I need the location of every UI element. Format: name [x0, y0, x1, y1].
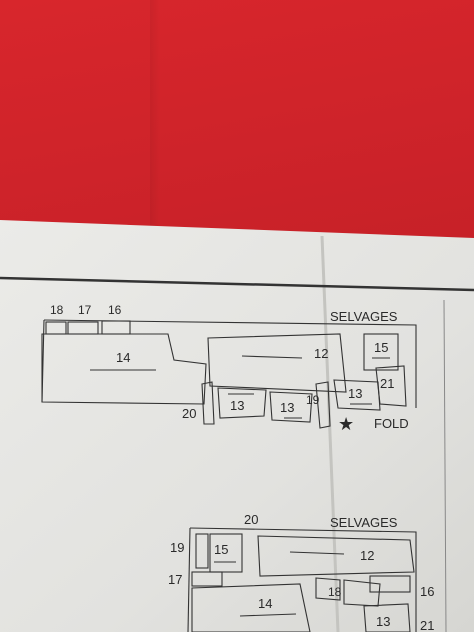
bottom-label-piece-15: 15: [214, 542, 228, 557]
label-piece-15: 15: [374, 340, 388, 355]
bottom-piece-14-grainline: [239, 613, 297, 617]
bottom-piece-17-shape: [191, 571, 223, 587]
margin-line: [443, 299, 447, 632]
top-cutting-layout: [41, 319, 417, 429]
page-crease: [320, 235, 340, 632]
label-piece-18: 18: [50, 303, 64, 317]
red-surface-fold: [150, 0, 160, 230]
fold-star-icon: ★: [338, 414, 354, 434]
label-piece-13c: 13: [348, 386, 362, 401]
piece-13c-shape: [333, 379, 381, 411]
bottom-label-piece-17: 17: [168, 572, 182, 587]
bottom-label-piece-19: 19: [170, 540, 184, 555]
label-piece-17: 17: [78, 303, 92, 317]
bottom-label-piece-18: 18: [328, 585, 342, 599]
piece-12-shape: [207, 333, 347, 393]
bottom-label-piece-21: 21: [420, 618, 434, 632]
label-piece-19: 19: [306, 393, 320, 407]
label-piece-12: 12: [314, 346, 328, 361]
bottom-piece-19-shape: [195, 533, 209, 569]
bottom-label-piece-14: 14: [258, 596, 272, 611]
piece-19-shape: [315, 381, 331, 429]
label-piece-14: 14: [116, 350, 130, 365]
bottom-cutting-layout: [187, 527, 417, 632]
piece-14-shape: [41, 333, 207, 405]
label-piece-13a: 13: [230, 398, 244, 413]
label-piece-13b: 13: [280, 400, 294, 415]
bottom-fabric-outline: [189, 527, 417, 632]
piece-15-shape: [363, 333, 399, 371]
label-piece-20: 20: [182, 406, 196, 421]
bottom-label-piece-20: 20: [244, 512, 258, 527]
bottom-piece-12-grainline: [289, 551, 345, 555]
bottom-piece-16-shape: [369, 575, 411, 593]
bottom-piece-13b-shape: [363, 603, 411, 632]
bottom-label-piece-13: 13: [376, 614, 390, 629]
bottom-piece-15-shape: [209, 533, 243, 573]
bottom-label-piece-16: 16: [420, 584, 434, 599]
top-fabric-outline: [43, 319, 417, 408]
bottom-piece-14-shape: [191, 583, 311, 632]
label-selvages-bottom: SELVAGES: [330, 515, 398, 530]
piece-13a-shape: [217, 387, 267, 419]
paper-sheet: [0, 220, 474, 632]
label-piece-16: 16: [108, 303, 122, 317]
label-selvages-top: SELVAGES: [330, 309, 398, 324]
piece-20-shape: [201, 381, 215, 425]
section-rule: [0, 276, 474, 292]
bottom-fabric-left-edge: [187, 527, 191, 632]
piece-13b-shape: [269, 391, 313, 423]
bottom-label-piece-12: 12: [360, 548, 374, 563]
bottom-piece-18-shape: [315, 577, 341, 601]
bottom-piece-12-shape: [257, 535, 415, 577]
label-piece-21: 21: [380, 376, 394, 391]
label-fold: FOLD: [374, 416, 409, 431]
piece-12-grainline: [241, 355, 303, 359]
bottom-piece-13-shape: [343, 579, 381, 607]
